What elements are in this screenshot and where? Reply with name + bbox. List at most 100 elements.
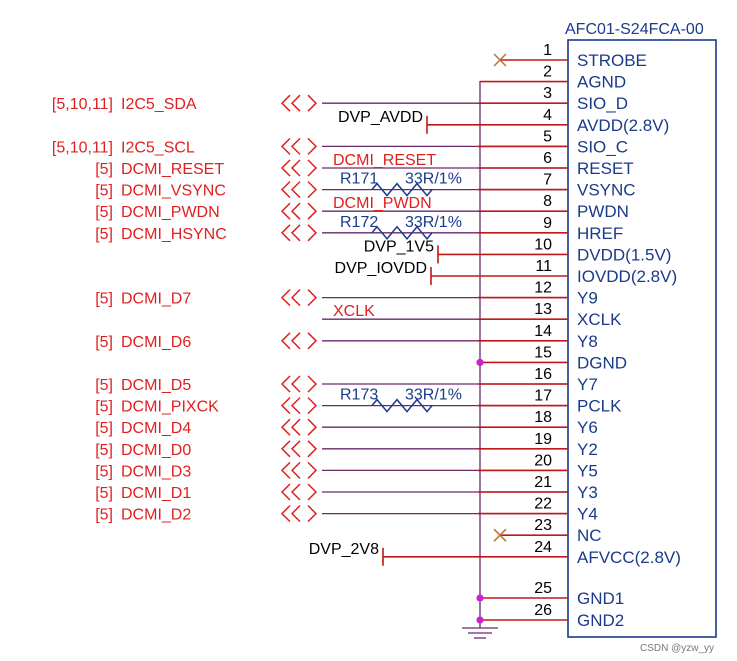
offpage-connector-icon <box>280 137 318 155</box>
pin-number: 12 <box>534 280 552 297</box>
offpage-connector-icon <box>280 440 318 458</box>
pin-name: SIO_D <box>577 94 628 113</box>
pin-number: 3 <box>543 85 552 102</box>
pin-name: GND2 <box>577 611 624 630</box>
port-net-name: I2C5_SDA <box>121 96 197 113</box>
port-sheet-ref: [5] <box>95 161 113 178</box>
pin-number: 8 <box>543 193 552 210</box>
pin-name: PCLK <box>577 397 622 416</box>
net-label: DCMI_PWDN <box>333 195 432 212</box>
pin-number: 13 <box>534 301 552 318</box>
offpage-connector-icon <box>280 397 318 415</box>
port-net-name: DCMI_PIXCK <box>121 399 219 416</box>
resistor-ref: R171 <box>340 171 378 188</box>
pin-name: Y6 <box>577 418 598 437</box>
power-net-label: DVP_IOVDD <box>335 260 427 277</box>
port-net-name: DCMI_D4 <box>121 420 191 437</box>
port-net-name: DCMI_D1 <box>121 485 191 502</box>
net-label: XCLK <box>333 303 375 320</box>
pin-name: PWDN <box>577 202 629 221</box>
pin-name: IOVDD(2.8V) <box>577 267 677 286</box>
pin-number: 1 <box>543 42 552 59</box>
offpage-connector-icon <box>280 224 318 242</box>
port-net-name: DCMI_D6 <box>121 334 191 351</box>
offpage-connector-icon <box>280 375 318 393</box>
junction-dot <box>476 594 484 602</box>
pin-number: 4 <box>543 107 552 124</box>
no-connect-icon <box>493 53 507 67</box>
port-sheet-ref: [5] <box>95 334 113 351</box>
resistor-icon <box>371 398 433 413</box>
port-net-name: I2C5_SCL <box>121 139 195 156</box>
connector-outline <box>567 39 717 638</box>
pin-number: 10 <box>534 236 552 253</box>
watermark: CSDN @yzw_yy <box>640 643 714 654</box>
pins: 1STROBE2AGND3SIO_D4AVDD(2.8V)DVP_AVDD5SI… <box>309 42 681 630</box>
resistor-value: 33R/1% <box>405 214 462 231</box>
offpage-connector-icon <box>280 159 318 177</box>
pin-name: VSYNC <box>577 181 636 200</box>
port-net-name: DCMI_D0 <box>121 442 191 459</box>
pin-number: 25 <box>534 580 552 597</box>
resistor-ref: R172 <box>340 214 378 231</box>
port-net-name: DCMI_RESET <box>121 161 224 178</box>
junction-dot <box>476 358 484 366</box>
resistor-icon <box>371 225 433 240</box>
port-sheet-ref: [5] <box>95 442 113 459</box>
pin-number: 2 <box>543 64 552 81</box>
port-sheet-ref: [5] <box>95 226 113 243</box>
port-net-name: DCMI_D5 <box>121 377 191 394</box>
pin-name: XCLK <box>577 310 622 329</box>
port-sheet-ref: [5] <box>95 463 113 480</box>
pin-name: Y3 <box>577 483 598 502</box>
port-net-name: DCMI_D7 <box>121 291 191 308</box>
wires <box>462 81 498 639</box>
resistor-value: 33R/1% <box>405 171 462 188</box>
pin-name: DGND <box>577 353 627 372</box>
pin-number: 21 <box>534 474 552 491</box>
offpage-connector-icon <box>280 202 318 220</box>
pin-name: Y8 <box>577 332 598 351</box>
pin-name: AFVCC(2.8V) <box>577 548 681 567</box>
port-sheet-ref: [5] <box>95 183 113 200</box>
net-label: DCMI_RESET <box>333 152 436 169</box>
pin-name: Y9 <box>577 289 598 308</box>
connector-body <box>567 39 717 638</box>
offpage-connector-icon <box>280 461 318 479</box>
port-sheet-ref: [5] <box>95 485 113 502</box>
port-sheet-ref: [5] <box>95 399 113 416</box>
pin-name: DVDD(1.5V) <box>577 245 671 264</box>
offpage-connector-icon <box>280 418 318 436</box>
offpage-connector-icon <box>280 483 318 501</box>
junction-dot <box>476 616 484 624</box>
pin-name: GND1 <box>577 589 624 608</box>
pin-number: 20 <box>534 452 552 469</box>
pin-name: NC <box>577 526 602 545</box>
pin-number: 9 <box>543 215 552 232</box>
pin-number: 17 <box>534 388 552 405</box>
pin-number: 22 <box>534 496 552 513</box>
net-labels: I2C5_SDA[5,10,11]I2C5_SCL[5,10,11]DCMI_R… <box>52 94 318 524</box>
pin-name: STROBE <box>577 51 647 70</box>
port-sheet-ref: [5,10,11] <box>52 139 113 156</box>
pin-number: 18 <box>534 409 552 426</box>
